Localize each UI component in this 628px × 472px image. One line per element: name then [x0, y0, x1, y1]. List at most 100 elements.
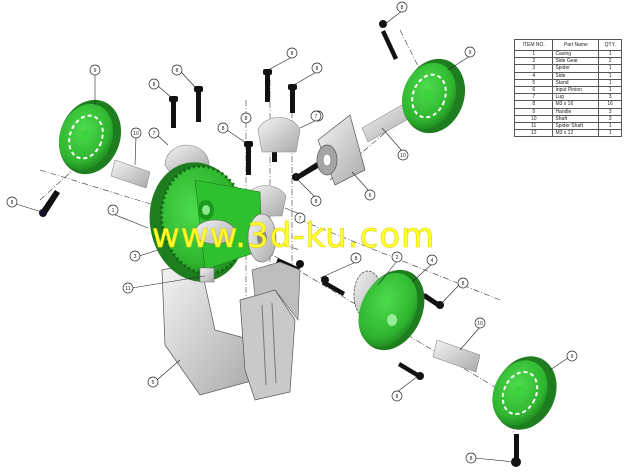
balloon-label: 8 [222, 126, 225, 132]
balloon-callout: 9 [464, 46, 476, 58]
balloon-callout: 8 [286, 47, 298, 59]
handle-wheel-bottom-right [492, 356, 557, 430]
bom-qty: 1 [598, 78, 622, 87]
balloon-callout: 8 [391, 390, 403, 402]
balloon-callout: 7 [148, 127, 160, 139]
balloon-callout: 8 [6, 196, 18, 208]
bom-qty: 3 [598, 93, 622, 102]
bom-qty: 16 [598, 100, 622, 109]
spider-shaft [199, 267, 215, 283]
balloon-callout: 4 [426, 254, 438, 266]
balloon-label: 5 [152, 380, 155, 386]
bom-header-part-name: Part Name [552, 39, 600, 51]
balloon-label: 6 [369, 193, 372, 199]
balloon-label: 8 [355, 256, 358, 262]
balloon-label: 7 [315, 114, 318, 120]
balloon-label: 2 [396, 255, 399, 261]
balloon-callout: 8 [240, 112, 252, 124]
bom-part-name: Side [552, 71, 600, 80]
bom-part-name: Lug [552, 93, 600, 102]
balloon-callout: 9 [89, 64, 101, 76]
bom-header-row: ITEM NO. Part Name QTY. [513, 39, 622, 51]
balloon-callout: 10 [397, 149, 409, 161]
balloon-callout: 1 [107, 204, 119, 216]
balloon-callout: 8 [465, 452, 477, 464]
bom-part-name: Side Gear [552, 57, 600, 66]
balloon-callout: 8 [396, 1, 408, 13]
balloon-callout: 9 [566, 350, 578, 362]
bom-qty: 1 [598, 49, 622, 59]
balloon-callout: 8 [171, 64, 183, 76]
bom-item-no: 11 [513, 121, 554, 131]
bom-part-name: Shaft [552, 114, 600, 123]
bom-item-no: 1 [513, 49, 554, 59]
balloon-label: 9 [571, 354, 574, 360]
bom-item-no: 5 [513, 78, 554, 87]
bom-part-name: Handle [552, 107, 600, 116]
bom-part-name: Casing [552, 49, 600, 59]
balloon-callout: 10 [130, 127, 142, 139]
balloon-callout: 8 [350, 252, 362, 264]
balloon-callout: 10 [474, 317, 486, 329]
balloon-label: 8 [462, 281, 465, 287]
balloon-label: 10 [477, 321, 483, 327]
input-pinion [316, 114, 366, 186]
balloon-label: 8 [401, 5, 404, 11]
bom-item-no: 12 [513, 129, 554, 138]
balloon-label: 9 [94, 68, 97, 74]
bom-qty: 1 [598, 64, 622, 73]
bom-item-no: 9 [513, 107, 554, 116]
bom-qty: 2 [598, 57, 622, 66]
bom-part-name: M3 x 12 [552, 129, 600, 138]
balloon-label: 8 [153, 82, 156, 88]
bom-item-no: 4 [513, 71, 554, 80]
spider-gears [194, 213, 277, 263]
leader-lines [15, 10, 569, 463]
balloon-callout: 8 [457, 277, 469, 289]
balloon-callout: 8 [311, 62, 323, 74]
balloon-label: 7 [153, 131, 156, 137]
shaft-bottom-right [432, 339, 481, 373]
balloon-callout: 8 [148, 78, 160, 90]
balloon-label: 9 [469, 50, 472, 56]
balloon-label: 1 [112, 208, 115, 214]
balloon-label: 8 [470, 456, 473, 462]
balloon-callout: 7 [294, 212, 306, 224]
balloon-label: 11 [125, 286, 130, 292]
watermark: www.3d-ku.com [152, 216, 436, 257]
bom-item-no: 7 [513, 93, 554, 102]
balloon-callout: 7 [310, 110, 322, 122]
balloon-label: 8 [396, 394, 399, 400]
balloon-callout: 8 [217, 122, 229, 134]
bom-item-no: 2 [513, 57, 554, 66]
balloon-label: 10 [400, 153, 406, 159]
balloon-label: 8 [316, 66, 319, 72]
bom-part-name: Spider Shaft [552, 121, 600, 131]
bolts [39, 20, 521, 467]
bom-header-item-no: ITEM NO. [513, 39, 554, 51]
side-plate [358, 269, 425, 351]
shaft-left [110, 159, 151, 189]
balloon-callout: 3 [129, 250, 141, 262]
balloon-callout: 5 [147, 376, 159, 388]
bom-item-no: 3 [513, 64, 554, 73]
handle-wheel-top-right [401, 58, 466, 134]
balloon-callout: 11 [122, 282, 134, 294]
balloon-label: 4 [431, 258, 434, 264]
bom-qty: 1 [598, 71, 622, 80]
balloon-callout: 6 [364, 189, 376, 201]
